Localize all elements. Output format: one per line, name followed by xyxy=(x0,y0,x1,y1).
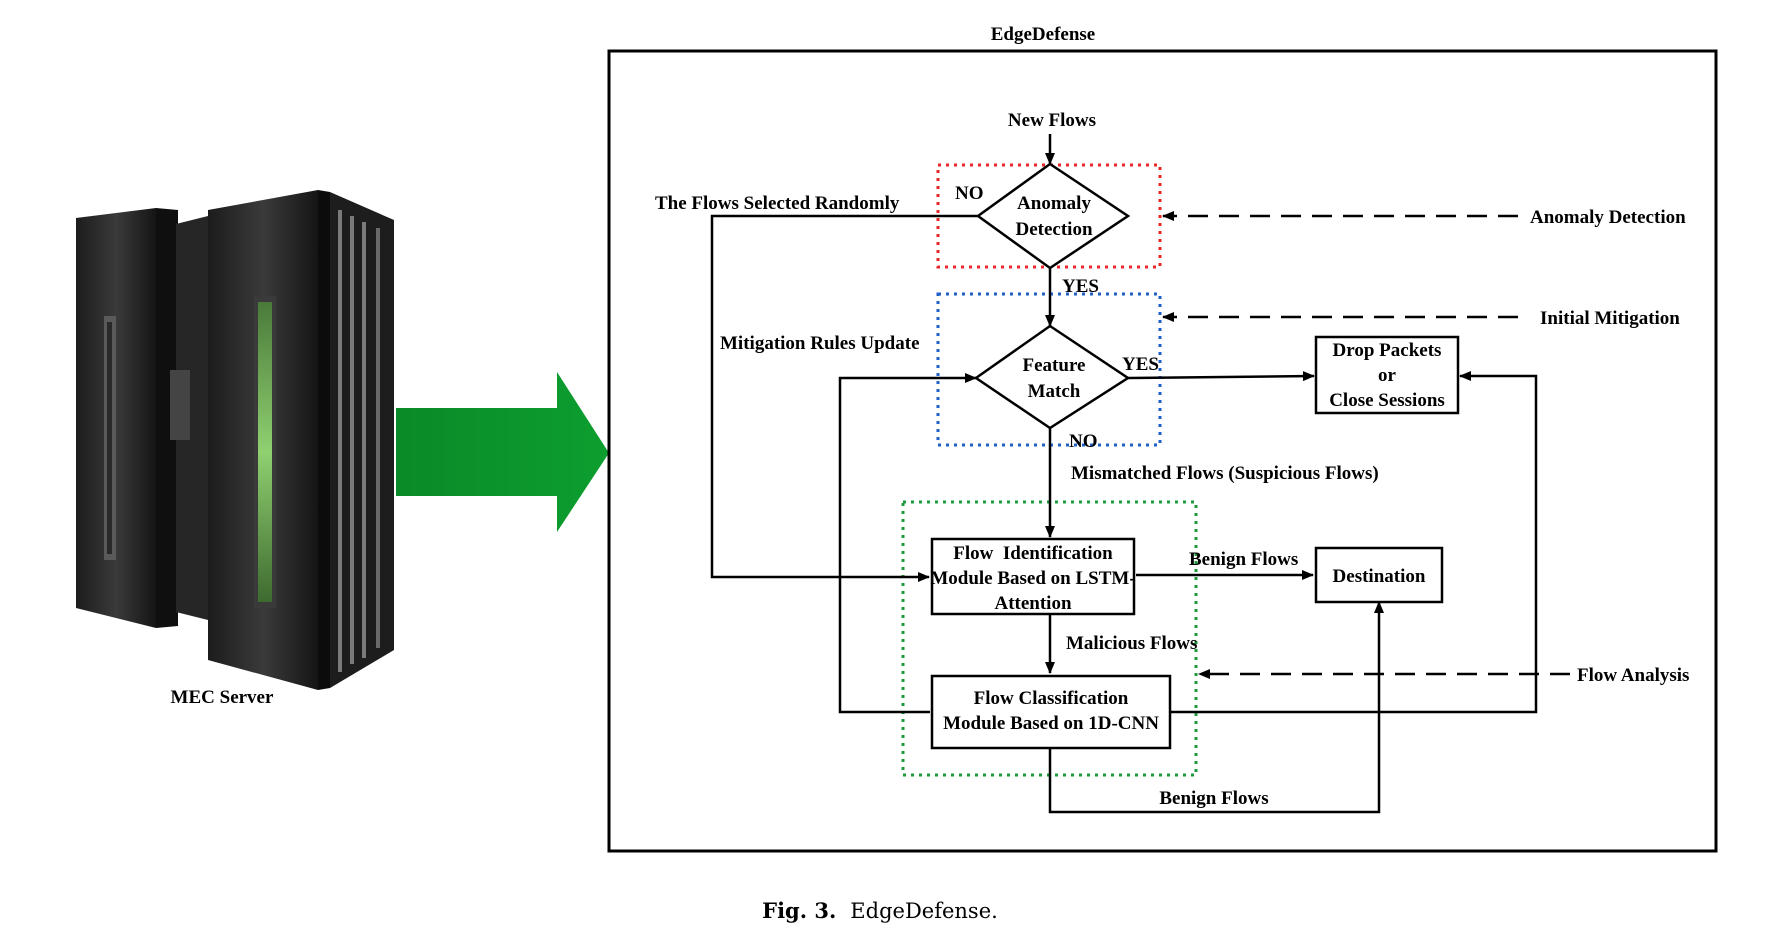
flowid-label-3: Attention xyxy=(994,593,1071,614)
benign-flows-label-2: Benign Flows xyxy=(1159,788,1268,809)
malicious-label: Malicious Flows xyxy=(1066,633,1197,654)
new-flows-label: New Flows xyxy=(1008,110,1096,131)
rules-update-label: Mitigation Rules Update xyxy=(720,333,920,354)
destination-box xyxy=(1314,546,1444,604)
anomaly-detection-diamond xyxy=(975,162,1131,270)
rules-update-line xyxy=(838,373,977,714)
yes-label-2: YES xyxy=(1122,354,1159,375)
anomaly-label-1: Anomaly xyxy=(1017,193,1091,214)
edgedefense-frame xyxy=(607,49,1718,853)
drop-label-2: or xyxy=(1378,365,1397,386)
analysis-stage-label: Flow Analysis xyxy=(1577,665,1689,686)
no-label-2: NO xyxy=(1069,431,1098,452)
classification-drop-line xyxy=(1170,371,1538,714)
no-label-1: NO xyxy=(955,183,984,204)
drop-label-1: Drop Packets xyxy=(1333,340,1442,361)
anomaly-stage-label: Anomaly Detection xyxy=(1530,207,1686,228)
mec-server-icon xyxy=(76,190,394,690)
mismatched-label: Mismatched Flows (Suspicious Flows) xyxy=(1071,463,1379,484)
caption-text: EdgeDefense. xyxy=(850,899,998,923)
destination-label: Destination xyxy=(1333,566,1426,587)
caption-label: Fig. 3. xyxy=(762,898,836,923)
random-label: The Flows Selected Randomly xyxy=(655,193,900,214)
feature-match-diamond xyxy=(973,324,1131,430)
initial-stage-label: Initial Mitigation xyxy=(1540,308,1680,329)
diagram-title: EdgeDefense xyxy=(991,24,1095,45)
flowid-label-2: Module Based on LSTM- xyxy=(930,568,1135,589)
benign-flows-line-2 xyxy=(1048,601,1384,814)
figure-caption: Fig. 3. EdgeDefense. xyxy=(762,898,998,923)
flowcls-label-1: Flow Classification xyxy=(974,688,1129,709)
flow-identification-box xyxy=(930,537,1136,616)
flowid-label-1: Flow Identification xyxy=(953,543,1113,564)
drop-label-3: Close Sessions xyxy=(1329,390,1445,411)
benign-flows-label-1: Benign Flows xyxy=(1189,549,1298,570)
yes-match-arrow xyxy=(1127,371,1315,382)
mitigation-stage-box xyxy=(936,292,1162,447)
anomaly-label-2: Detection xyxy=(1015,219,1092,240)
drop-packets-box xyxy=(1314,335,1460,415)
feature-label-1: Feature xyxy=(1023,355,1086,376)
flow-classification-box xyxy=(930,674,1172,750)
random-flow-line xyxy=(710,214,978,582)
feature-label-2: Match xyxy=(1028,381,1081,402)
mec-server-label: MEC Server xyxy=(171,687,274,708)
yes-label-1: YES xyxy=(1062,276,1099,297)
green-arrow-icon xyxy=(396,372,609,532)
flowcls-label-2: Module Based on 1D-CNN xyxy=(943,713,1159,734)
